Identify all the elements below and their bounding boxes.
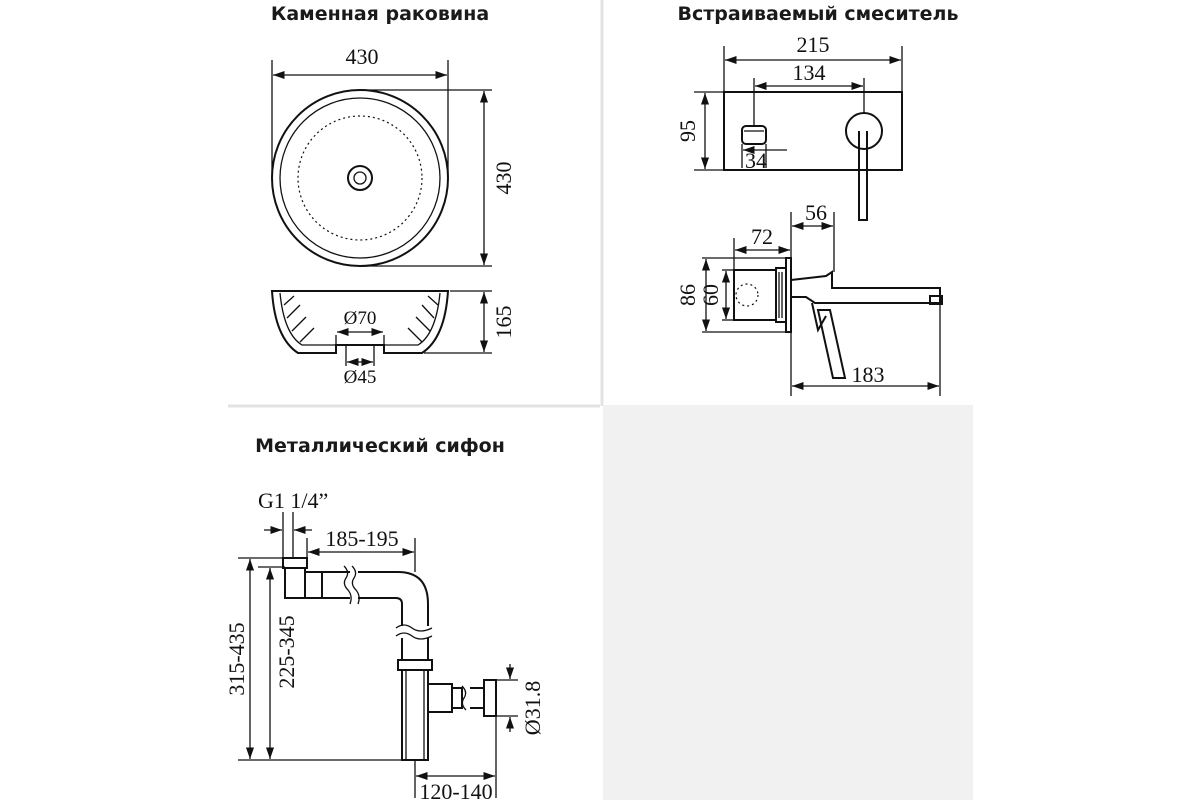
sink-depth-label: 430 [491, 162, 516, 195]
sink-top-view: 430 430 [271, 44, 516, 267]
knob-label: 34 [745, 148, 767, 173]
flange-label: 86 [675, 284, 700, 306]
spacing-label: 134 [793, 60, 826, 85]
mixer-panel: Встраиваемый смеситель 215 134 95 [675, 3, 958, 396]
plate-width-label: 215 [797, 32, 830, 57]
total-height-label: 315-435 [224, 622, 249, 695]
reach-label: 185-195 [325, 526, 398, 551]
sink-panel: Каменная раковина 430 430 [271, 3, 516, 388]
inner-height-label: 225-345 [274, 615, 299, 688]
sink-height-label: 165 [491, 306, 516, 339]
mixer-side-view: 56 72 86 60 183 [675, 200, 943, 396]
projection-label: 56 [805, 200, 827, 225]
spout-label: 183 [852, 362, 885, 387]
empty-panel [603, 405, 973, 800]
sink-title: Каменная раковина [271, 3, 489, 25]
pipe-diameter-label: Ø31.8 [520, 681, 545, 735]
sink-width-label: 430 [346, 44, 379, 69]
siphon-title: Металлический сифон [255, 435, 505, 457]
drain-outer-diameter-label: Ø70 [344, 308, 377, 329]
siphon-drawing: G1 1/4” 185-195 315-435 225-345 Ø31. [224, 488, 545, 800]
siphon-panel: Металлический сифон [224, 435, 545, 800]
plate-height-label: 95 [675, 120, 700, 142]
drain-inner-diameter-label: Ø45 [344, 367, 377, 388]
sink-side-section: Ø70 Ø45 165 [270, 290, 516, 388]
body-label: 60 [698, 284, 723, 306]
mixer-front-view: 215 134 95 34 [675, 32, 903, 221]
thread-label: G1 1/4” [258, 488, 328, 513]
wall-offset-label: 120-140 [419, 779, 492, 800]
mixer-title: Встраиваемый смеситель [678, 3, 959, 25]
body-depth-label: 72 [751, 224, 773, 249]
